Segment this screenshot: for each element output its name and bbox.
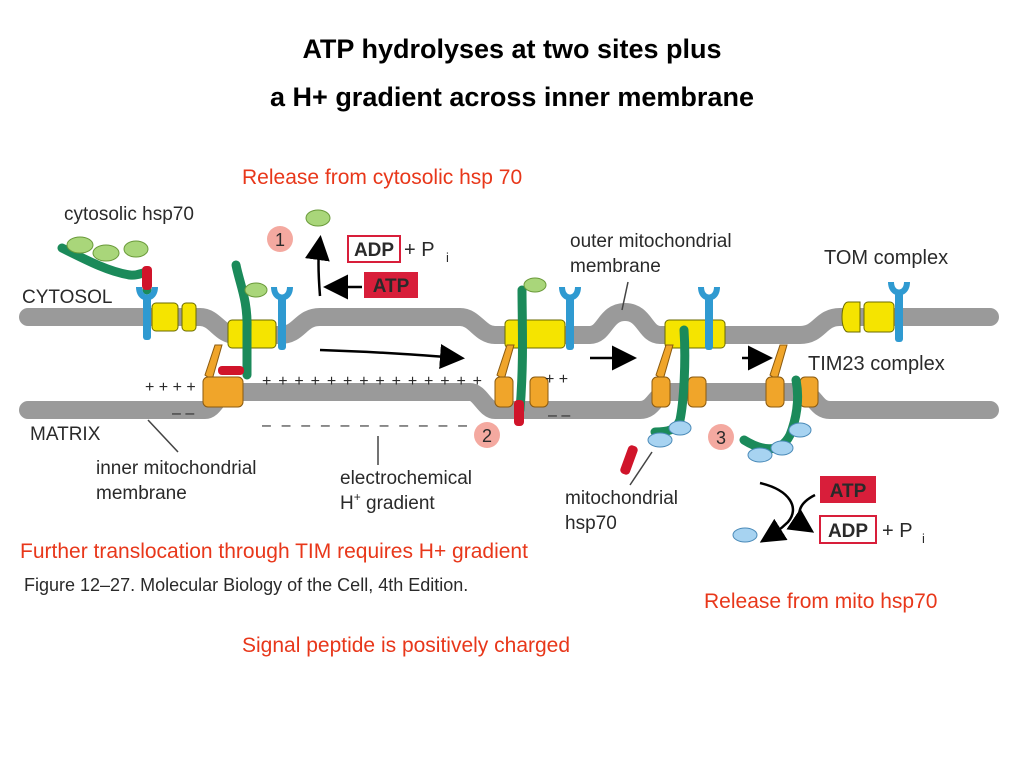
inner-membrane-label-2: membrane [96,483,187,504]
step1-marker [267,226,293,252]
plus-charges-mid: + + + + + + + + + + + + + + [262,373,482,390]
precursor-chain-step3a [650,325,690,437]
released-mito-hsp70 [732,527,758,543]
translocon-step3a [651,287,726,408]
adp-box-step3 [819,515,877,544]
arrow-atp-to-adp-step3 [786,493,816,533]
note-release-mito: Release from mito hsp70 [704,590,938,613]
cytosolic-hsp70-2 [92,244,120,262]
atp-box-step3 [820,476,876,503]
tim23-step3b [765,344,819,408]
signal-sequence-cleaved [620,445,638,475]
step2-number: 2 [482,426,492,446]
adp-box-step1 [347,235,401,263]
matrix-label: MATRIX [30,424,101,445]
atp-label-step1: ATP [373,276,410,297]
arrow-to-adp-step1 [304,235,330,297]
tim23-complex-label: TIM23 complex [808,353,945,375]
released-hsp70-c [523,277,547,293]
minus-charges-left: – – [172,405,194,422]
leader-mito-hsp70 [629,451,653,486]
tom-subunit-cytosolic [151,302,179,332]
step2-marker [474,422,500,448]
tom-complex-free [841,282,910,342]
precursor-chain-step1 [231,260,252,380]
plus-charges-left: + + + + [145,379,196,396]
leader-inner-membrane [147,419,179,453]
tom-receptor-right [888,282,910,342]
signal-sequence-step1 [218,366,244,375]
pi-sub-step1: i [446,250,449,265]
gradient-label-2: H+ gradient [340,490,435,514]
note-further-translocation: Further translocation through TIM requir… [20,540,528,563]
step1-number: 1 [275,230,285,250]
cytosol-label: CYTOSOL [22,287,112,308]
tom-complex-label: TOM complex [824,247,948,269]
step3-marker [708,424,734,450]
slide-title-line2: a H+ gradient across inner membrane [270,82,754,112]
pi-sub-step3: i [922,531,925,546]
inner-membrane-label-1: inner mitochondrial [96,458,257,479]
minus-charges-right: – – [548,407,570,424]
mito-hsp70-label-1: mitochondrial [565,488,678,509]
tim23-complex-left [202,344,244,408]
pi-label-step3: + P [882,520,913,542]
released-hsp70-a [244,282,268,298]
precursor-chain-step2 [515,285,527,415]
adp-label-step3: ADP [828,521,868,542]
mito-hsp70-b3 [788,422,812,438]
note-release-cytosolic: Release from cytosolic hsp 70 [242,166,523,189]
cytosolic-hsp70-1 [66,236,94,254]
mito-hsp70-a2 [668,420,692,436]
note-signal-peptide: Signal peptide is positively charged [242,634,571,657]
outer-membrane-label-1: outer mitochondrial [570,231,732,252]
mito-hsp70-b2 [770,440,794,456]
atp-label-step3: ATP [830,481,867,502]
slide-title-line1: ATP hydrolyses at two sites plus [302,34,722,64]
cytosolic-hsp70-label: cytosolic hsp70 [64,204,194,225]
precursor-chain-step3b [739,375,803,454]
signal-sequence-step2 [514,400,524,426]
released-hsp70-b [305,209,331,227]
tom-receptor-cytosolic [143,295,151,340]
mito-hsp70-a1 [647,432,673,448]
translocon-step2 [494,287,581,408]
signal-sequence-cytosolic [142,266,152,290]
cytosolic-hsp70-3 [123,240,149,258]
figure-caption: Figure 12–27. Molecular Biology of the C… [24,575,468,595]
minus-charges-mid: – – – – – – – – – – – [262,417,467,434]
atp-hydrolysis-arc [759,481,795,543]
step3-number: 3 [716,428,726,448]
translocation-arrow-1 [319,344,465,369]
mito-hsp70-label-2: hsp70 [565,513,617,534]
mito-hsp70-b1 [747,447,773,463]
pi-label-step1: + P [404,239,435,261]
leader-outer-membrane [621,281,629,311]
gradient-label-1: electrochemical [340,468,472,489]
adp-label-step1: ADP [354,240,394,261]
outer-membrane-label-2: membrane [570,256,661,277]
atp-box-step1 [364,272,418,298]
tom-subunit-cytosolic-2 [181,302,197,332]
plus-charges-right: + + [545,371,568,388]
tom-receptor-cytosolic-head [136,287,158,301]
tom-complex-step1 [227,287,293,350]
